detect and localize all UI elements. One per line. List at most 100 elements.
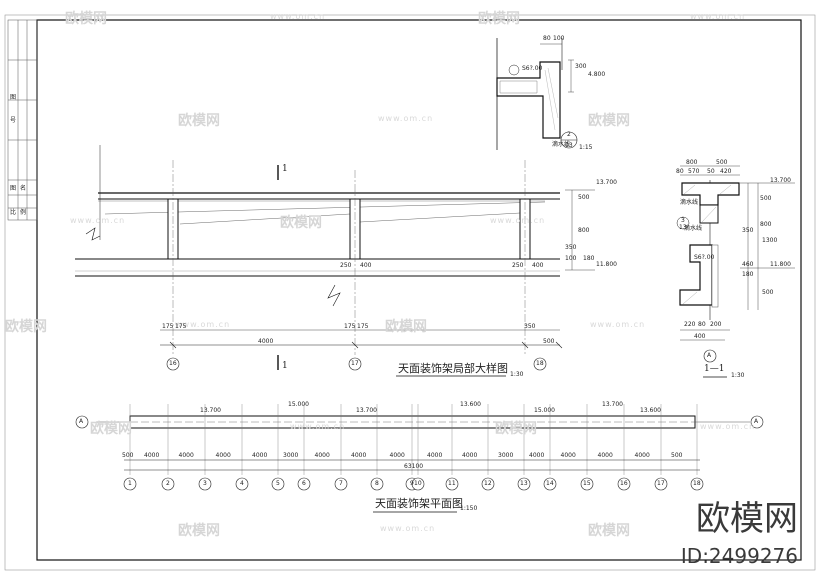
plan-total-dim: 63100 [404, 463, 424, 470]
detail-side-dim: 180 [583, 255, 595, 262]
plan-segment-dim: 4000 [634, 452, 650, 459]
detail-small-dim: 175 [344, 323, 356, 330]
outer-frame [4, 14, 816, 571]
detail-view-title: 天面装饰架局部大样图 [398, 362, 508, 375]
axis-bubble-18 [533, 357, 547, 371]
axis-bubble-17 [348, 357, 362, 371]
callout-2-num: 2 [567, 131, 571, 138]
axis-bubble-1 [123, 477, 137, 491]
callout-2-sub: 13 [565, 142, 573, 149]
plan-axis-label-14: 14 [546, 480, 554, 487]
plan-view-scale: 1:150 [460, 505, 478, 512]
section-elevation-bottom: 11.800 [770, 261, 791, 268]
watermark-brand: 欧模网 [280, 215, 322, 231]
section-side-dim: 500 [760, 195, 772, 202]
section-top-dim: 500 [716, 159, 728, 166]
plan-axis-label-7: 7 [339, 480, 343, 487]
watermark-brand: 欧模网 [478, 11, 520, 27]
axis-bubble-2 [161, 477, 175, 491]
plan-axis-label-17: 17 [657, 480, 665, 487]
title-block-label: 图 [10, 94, 17, 101]
plan-axis-label-18: 18 [693, 480, 701, 487]
section-top-dim: 80 [676, 168, 684, 175]
axis-label-18: 18 [536, 360, 544, 367]
axis-bubble-8 [370, 477, 384, 491]
axis-bubble-7 [334, 477, 348, 491]
detail-end-dim: 350 [524, 323, 536, 330]
detail-small-dim: 175 [162, 323, 174, 330]
section-view-title: 1—1 [704, 364, 725, 374]
section-bottom-dim: 80 [698, 321, 706, 328]
plan-segment-dim: 500 [671, 452, 683, 459]
title-block-label: 比 [10, 209, 17, 216]
section-top-dim: 800 [686, 159, 698, 166]
axis-bubble-a-section [703, 349, 717, 363]
section-side-dim: 350 [742, 227, 754, 234]
axis-bubble-a-right [750, 415, 764, 429]
detail-small-dim: 175 [175, 323, 187, 330]
axis-bubble-11 [445, 477, 459, 491]
detail-elevation-top: 13.700 [596, 179, 617, 186]
brand-id-text: ID:2499276 [680, 544, 798, 568]
detail-beam-dim: 250 [512, 262, 524, 269]
section-side-dim: 460 [742, 261, 754, 268]
title-block-label: 号 [10, 117, 17, 124]
axis-label-17: 17 [351, 360, 359, 367]
plan-segment-dim: 4000 [144, 452, 160, 459]
watermark-url: www.om.cn [690, 12, 746, 21]
watermark-brand: 欧模网 [495, 421, 537, 437]
axis-bubble-12 [481, 477, 495, 491]
watermark-brand: 欧模网 [65, 11, 107, 27]
watermark-url: www.om.cn [270, 12, 326, 21]
watermark-brand: 欧模网 [178, 523, 220, 539]
plan-axis-label-6: 6 [302, 480, 306, 487]
detail-span-dim: 4000 [258, 338, 274, 345]
section-bottom-dim: 220 [684, 321, 696, 328]
detail-elevation-bottom: 11.800 [596, 261, 617, 268]
plan-segment-dim: 4000 [597, 452, 613, 459]
watermark-url: www.om.cn [70, 216, 126, 225]
plan-axis-label-13: 13 [520, 480, 528, 487]
top-detail-note: 滴水线 [552, 141, 571, 148]
plan-axis-label-4: 4 [240, 480, 244, 487]
plan-segment-dim: 4000 [351, 452, 367, 459]
plan-segment-dim: 3000 [283, 452, 299, 459]
section-mark-bottom: 1 [282, 361, 288, 371]
axis-bubble-18 [690, 477, 704, 491]
section-side-dim: 180 [742, 271, 754, 278]
section-top-dim: 420 [720, 168, 732, 175]
watermark-brand: 欧模网 [385, 319, 427, 335]
title-block-label: 图 [10, 185, 17, 192]
plan-elevation: 13.700 [602, 401, 623, 408]
callout-2-scale: 1:15 [579, 144, 593, 151]
top-detail-dim: 80 [543, 35, 551, 42]
section-bottom-dim: 400 [694, 333, 706, 340]
section-mark-top: 1 [282, 164, 288, 174]
axis-bubble-14 [543, 477, 557, 491]
detail-view [75, 145, 595, 377]
detail-side-dim: 500 [578, 194, 590, 201]
title-block-label: 名 [20, 185, 27, 192]
watermark-url: www.om.cn [290, 422, 346, 431]
plan-axis-label-3: 3 [203, 480, 207, 487]
plan-axis-label-16: 16 [620, 480, 628, 487]
top-detail-dim: 300 [575, 63, 587, 70]
plan-elevation: 15.000 [288, 401, 309, 408]
plan-segment-dim: 4000 [529, 452, 545, 459]
axis-bubble-10 [411, 477, 425, 491]
plan-segment-dim: 4000 [427, 452, 443, 459]
plan-segment-dim: 4000 [314, 452, 330, 459]
plan-segment-dim: 4000 [560, 452, 576, 459]
plan-axis-label-12: 12 [484, 480, 492, 487]
watermark-brand: 欧模网 [178, 113, 220, 129]
watermark-brand: 欧模网 [588, 113, 630, 129]
plan-elevation: 13.700 [200, 407, 221, 414]
detail-view-scale: 1:30 [510, 371, 524, 378]
detail-small-dim: 175 [357, 323, 369, 330]
detail-end-dim: 500 [543, 338, 555, 345]
brand-logo-text: 欧模网 [696, 499, 798, 539]
section-elevation-top: 13.700 [770, 177, 791, 184]
plan-elevation: 13.700 [356, 407, 377, 414]
top-detail [496, 38, 578, 150]
axis-bubble-17 [654, 477, 668, 491]
